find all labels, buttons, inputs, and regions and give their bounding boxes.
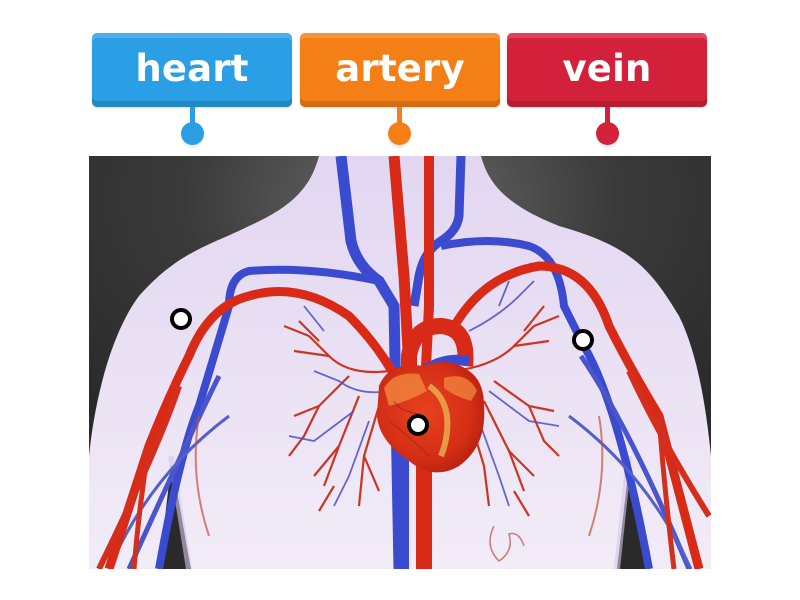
label-tile-artery[interactable]: artery [300,33,500,107]
label-text-artery: artery [335,46,465,90]
pin-handle-artery[interactable] [388,122,411,145]
label-text-heart: heart [135,46,249,90]
hotspot-heart[interactable] [407,414,429,436]
pin-handle-vein[interactable] [596,122,619,145]
hotspot-arm-right[interactable] [572,329,594,351]
label-text-vein: vein [562,46,652,90]
pin-stem-artery [397,107,402,125]
hotspot-arm-left[interactable] [170,308,192,330]
circulatory-illustration [89,156,711,569]
circulatory-diagram-image [89,156,711,569]
label-tile-heart[interactable]: heart [92,33,292,107]
pin-handle-heart[interactable] [181,122,204,145]
label-tile-vein[interactable]: vein [507,33,707,107]
pin-stem-heart [190,107,195,125]
pin-stem-vein [605,107,610,125]
